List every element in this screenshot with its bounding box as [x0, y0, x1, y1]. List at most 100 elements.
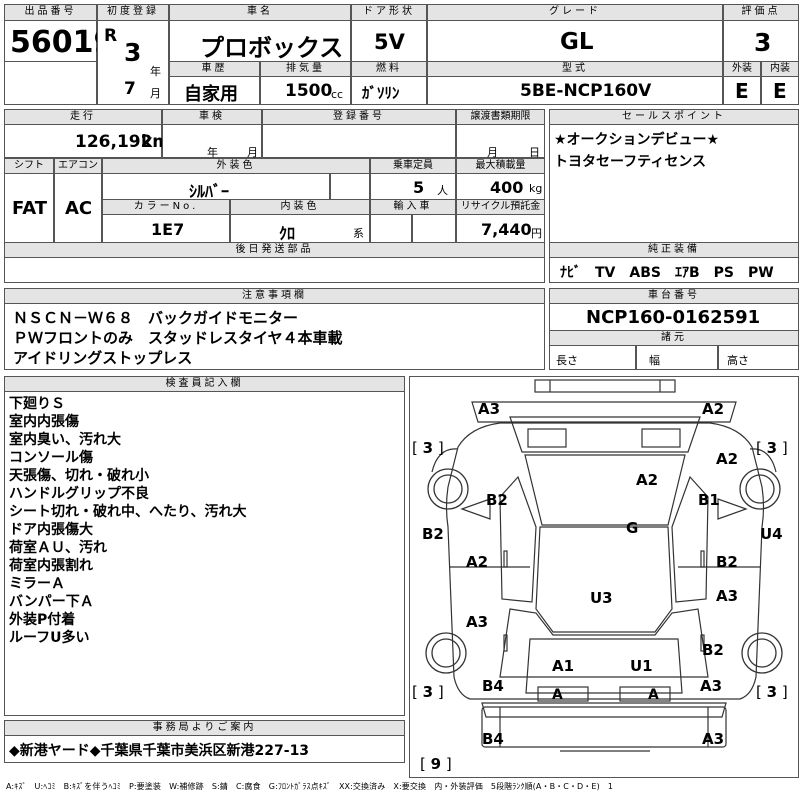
inspector-line-12: バンパー下Ａ — [9, 594, 94, 610]
mark-left-front-door: A2 — [466, 553, 489, 571]
grade-value: GL — [560, 29, 594, 55]
inspector-line-14: ルーフU多い — [9, 630, 90, 646]
mark-front-right-corner: A2 — [702, 400, 725, 418]
first-reg-cell: R 3 年 7 月 — [97, 20, 169, 105]
score-header: 評価点 — [723, 4, 799, 21]
color-no: 1E7 — [151, 220, 185, 239]
car-history-header: 車歴 — [169, 61, 260, 77]
exterior-color-cell: ｼﾙﾊﾞｰ — [102, 173, 330, 201]
tire-fr-inner — [745, 474, 775, 504]
height-label: 高さ — [727, 354, 749, 367]
deadline-month-unit: 月 — [487, 146, 498, 159]
door-cell: 5V — [351, 20, 427, 62]
interior-score-cell: E — [761, 76, 799, 105]
specs-header: 諸元 — [549, 330, 799, 346]
tire-rl-bracket: [ 3 ] — [412, 683, 444, 701]
car-name-header: 車名 — [169, 4, 351, 21]
notes-cell: ＮＳＣＮ－Ｗ６８ バックガイドモニター ＰＷフロントのみ スタッドレスタイヤ４本… — [4, 303, 545, 370]
mark-rear-right-corner: A3 — [700, 677, 723, 695]
score-cell: 3 — [723, 20, 799, 62]
chassis-header: 車台番号 — [549, 288, 799, 304]
import-cell-b — [412, 214, 456, 243]
mark-right-side: U4 — [760, 525, 783, 543]
recycle-header: リサイクル預託金 — [456, 199, 545, 215]
mark-roof: U3 — [590, 589, 613, 607]
reg-no-header: 登録番号 — [262, 109, 456, 125]
tire-fr-bracket: [ 3 ] — [756, 439, 788, 457]
selling-point-cell: ★オークションデビュー★ トヨタセーフティセンス — [549, 124, 799, 243]
inspection-year-unit: 年 — [207, 146, 218, 159]
inspector-line-1: 下廻りＳ — [9, 396, 65, 412]
mark-rear-left-corner: B4 — [482, 677, 504, 695]
equipment-items: ﾅﾋﾞ TV ABS ｴｱB PS PW — [560, 265, 774, 281]
max-load-header: 最大積載量 — [456, 158, 545, 174]
selling-point-header: セールスポイント — [549, 109, 799, 125]
tire-fl-outer — [427, 468, 469, 510]
front-bumper-shape — [471, 401, 737, 423]
inspector-header: 検査員記入欄 — [4, 376, 405, 392]
right-headlamp-shape — [641, 428, 681, 448]
later-parts-cell — [4, 257, 545, 283]
mark-right-front-door-edge: B1 — [698, 491, 720, 509]
displacement-unit: cc — [331, 88, 344, 101]
body-outline-shape — [445, 422, 765, 700]
car-name-cell: プロボックス — [169, 20, 351, 62]
recycle-cell: 7,440 円 — [456, 214, 545, 243]
color-no-cell: 1E7 — [102, 214, 230, 243]
recycle-value: 7,440 — [481, 220, 532, 239]
mileage-cell: 126,192 km — [4, 124, 170, 158]
fuel-value: ｶﾞｿﾘﾝ — [362, 84, 400, 102]
tire-rl-outer — [425, 632, 467, 674]
office-header: 事務局よりご案内 — [4, 720, 405, 736]
rear-bumper-shape — [481, 702, 727, 718]
mark-roof-front: G — [626, 519, 639, 537]
reg-month: 7 — [124, 79, 136, 99]
deadline-header: 譲渡書類期限 — [456, 109, 545, 125]
chassis-cell: NCP160-0162591 — [549, 303, 799, 331]
capacity-value: 5 — [413, 178, 425, 197]
tire-rr-outer — [741, 632, 783, 674]
max-load-value: 400 — [490, 178, 524, 197]
mileage-value: 126,192 — [75, 132, 153, 152]
ac-cell: AC — [54, 173, 102, 243]
width-label: 幅 — [649, 354, 660, 367]
max-load-unit: kg — [529, 182, 543, 195]
door-header: ドア形状 — [351, 4, 427, 21]
mark-left-rear-door: A3 — [466, 613, 489, 631]
left-front-window — [499, 475, 537, 603]
inspector-line-13: 外装P付着 — [9, 612, 76, 628]
mileage-header: 走行 — [4, 109, 162, 125]
reg-no-cell — [262, 124, 456, 158]
capacity-header: 乗車定員 — [370, 158, 456, 174]
right-front-arch — [749, 448, 777, 473]
notes-line-3: アイドリングストップレス — [13, 349, 193, 367]
mark-lamp-left: A — [552, 687, 563, 703]
car-outline-svg — [425, 379, 783, 752]
car-history: 自家用 — [184, 84, 238, 105]
shift-header: シフト — [4, 158, 54, 174]
grade-cell: GL — [427, 20, 723, 62]
recycle-unit: 円 — [531, 227, 542, 240]
notes-header: 注意事項欄 — [4, 288, 545, 304]
exterior-color: ｼﾙﾊﾞｰ — [189, 182, 230, 201]
inspector-line-4: コンソール傷 — [9, 450, 93, 466]
left-headlamp-shape — [527, 428, 567, 448]
inspector-line-5: 天張傷、切れ・破れ小 — [9, 468, 149, 484]
length-cell: 長さ — [549, 345, 636, 370]
inspector-line-9: 荷室ＡＵ、汚れ — [9, 540, 107, 556]
left-mirror-shape — [460, 498, 491, 520]
inspection-month-unit: 月 — [247, 146, 258, 159]
fuel-header: 燃料 — [351, 61, 427, 77]
reg-month-unit: 月 — [150, 87, 161, 100]
top-bumper-shape — [534, 379, 676, 393]
fuel-cell: ｶﾞｿﾘﾝ — [351, 76, 427, 105]
interior-score: E — [773, 79, 787, 103]
lot-no-header: 出品番号 — [4, 4, 97, 21]
width-cell: 幅 — [636, 345, 718, 370]
interior-color: ｸﾛ — [279, 224, 296, 243]
windshield-shape — [524, 454, 686, 526]
car-name: プロボックス — [200, 34, 344, 62]
grade-header: グレード — [427, 4, 723, 21]
tire-rr-inner — [747, 638, 777, 668]
equipment-header: 純正装備 — [549, 242, 799, 258]
